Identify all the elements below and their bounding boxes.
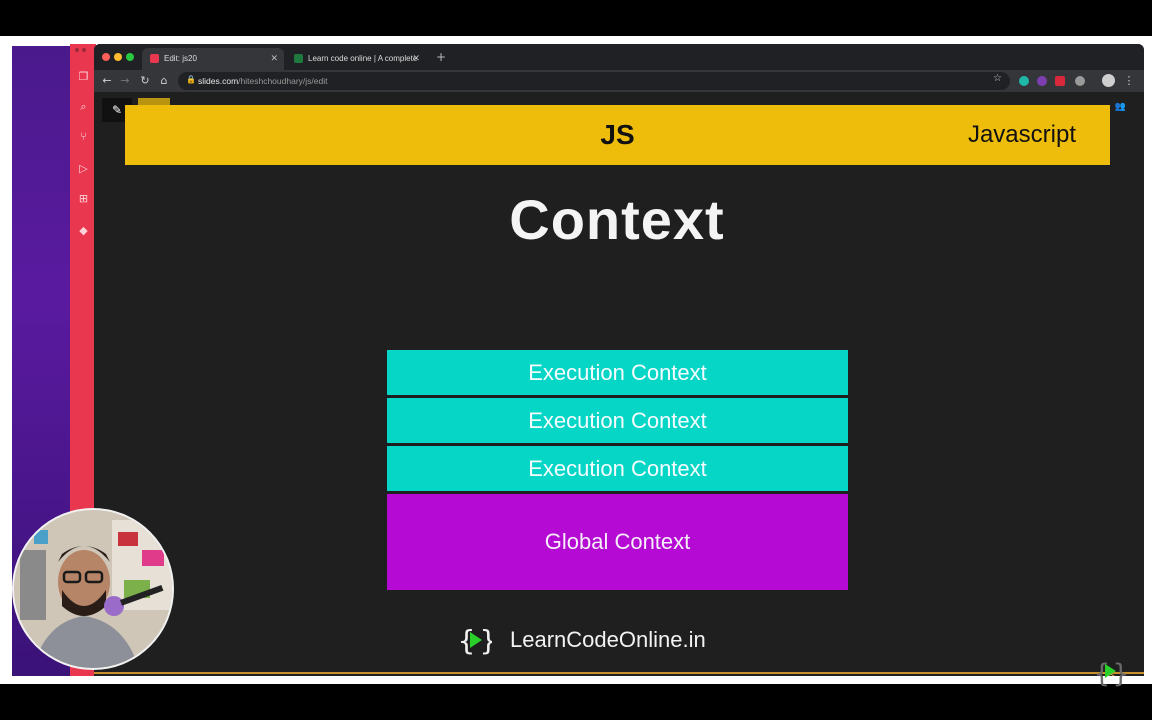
- presenter-video-icon: [14, 510, 172, 668]
- search-icon[interactable]: ⌕: [80, 100, 87, 113]
- browser-window: Edit: js20 ✕ Learn code online | A compl…: [94, 44, 1144, 676]
- close-tab-icon[interactable]: ✕: [412, 54, 420, 64]
- forward-icon[interactable]: →: [120, 74, 130, 87]
- webcam-overlay: [12, 508, 174, 670]
- extension-icon[interactable]: [1055, 76, 1065, 86]
- extension-icon[interactable]: [1019, 76, 1029, 86]
- window-controls: [75, 48, 86, 52]
- slide-canvas: ✎ ▭ 👥 JS Javascript Context Execution Co…: [94, 92, 1144, 676]
- extension-icon[interactable]: [1075, 76, 1085, 86]
- reload-icon[interactable]: ↻: [140, 74, 150, 87]
- tab-edit-js20[interactable]: Edit: js20 ✕: [142, 48, 284, 70]
- tab-learn-code-online[interactable]: Learn code online | A complete ✕: [286, 48, 426, 70]
- close-tab-icon[interactable]: ✕: [270, 54, 278, 64]
- slide-header-band: JS Javascript: [125, 105, 1110, 165]
- tab-label: Edit: js20: [164, 54, 197, 63]
- extensions-icon[interactable]: ⊞: [78, 192, 89, 205]
- collaborators-icon[interactable]: 👥: [1114, 102, 1126, 112]
- files-icon[interactable]: ❐: [78, 70, 89, 83]
- extension-icon[interactable]: [1037, 76, 1047, 86]
- header-title: JS: [600, 119, 635, 150]
- new-tab-button[interactable]: +: [436, 50, 447, 64]
- run-debug-icon[interactable]: ▷: [79, 162, 88, 175]
- home-icon[interactable]: ⌂: [160, 74, 168, 87]
- docker-icon[interactable]: ◆: [79, 224, 88, 237]
- video-letterbox-bottom: [0, 684, 1152, 720]
- bookmark-star-icon[interactable]: ☆: [993, 73, 1002, 84]
- close-window-button[interactable]: [102, 53, 110, 61]
- slides-favicon-icon: [150, 54, 159, 63]
- execution-context-block: Execution Context: [387, 398, 848, 443]
- svg-text:}: }: [1113, 659, 1126, 688]
- lco-favicon-icon: [294, 54, 303, 63]
- context-stack: Execution Context Execution Context Exec…: [387, 350, 848, 590]
- tab-bar: Edit: js20 ✕ Learn code online | A compl…: [94, 44, 1144, 70]
- back-icon[interactable]: ←: [102, 74, 112, 87]
- learncodeonline-logo-icon: { }: [458, 624, 492, 656]
- global-context-block: Global Context: [387, 494, 848, 590]
- minimize-window-button[interactable]: [114, 53, 122, 61]
- profile-avatar[interactable]: [1102, 74, 1115, 87]
- execution-context-block: Execution Context: [387, 350, 848, 395]
- slide-progress-bar: [94, 672, 1144, 674]
- browser-menu-icon[interactable]: ⋮: [1123, 74, 1135, 87]
- address-bar[interactable]: 🔒 slides.com/hiteshchoudhary/js/edit ☆: [178, 72, 1010, 90]
- source-control-icon[interactable]: ⑂: [80, 130, 87, 143]
- lco-watermark-icon: { }: [1094, 659, 1126, 688]
- lock-icon: 🔒: [186, 75, 196, 84]
- video-letterbox-top: [0, 0, 1152, 36]
- maximize-window-button[interactable]: [126, 53, 134, 61]
- brand-text: LearnCodeOnline.in: [510, 627, 706, 652]
- svg-text:}: }: [480, 624, 492, 656]
- url-text: slides.com/hiteshchoudhary/js/edit: [198, 76, 328, 86]
- slide-title: Context: [509, 188, 725, 251]
- header-subtitle: Javascript: [967, 121, 1076, 148]
- browser-toolbar: ← → ↻ ⌂ 🔒 slides.com/hiteshchoudhary/js/…: [94, 70, 1144, 92]
- tab-label: Learn code online | A complete: [308, 54, 418, 63]
- svg-text:{: {: [458, 624, 475, 656]
- execution-context-block: Execution Context: [387, 446, 848, 491]
